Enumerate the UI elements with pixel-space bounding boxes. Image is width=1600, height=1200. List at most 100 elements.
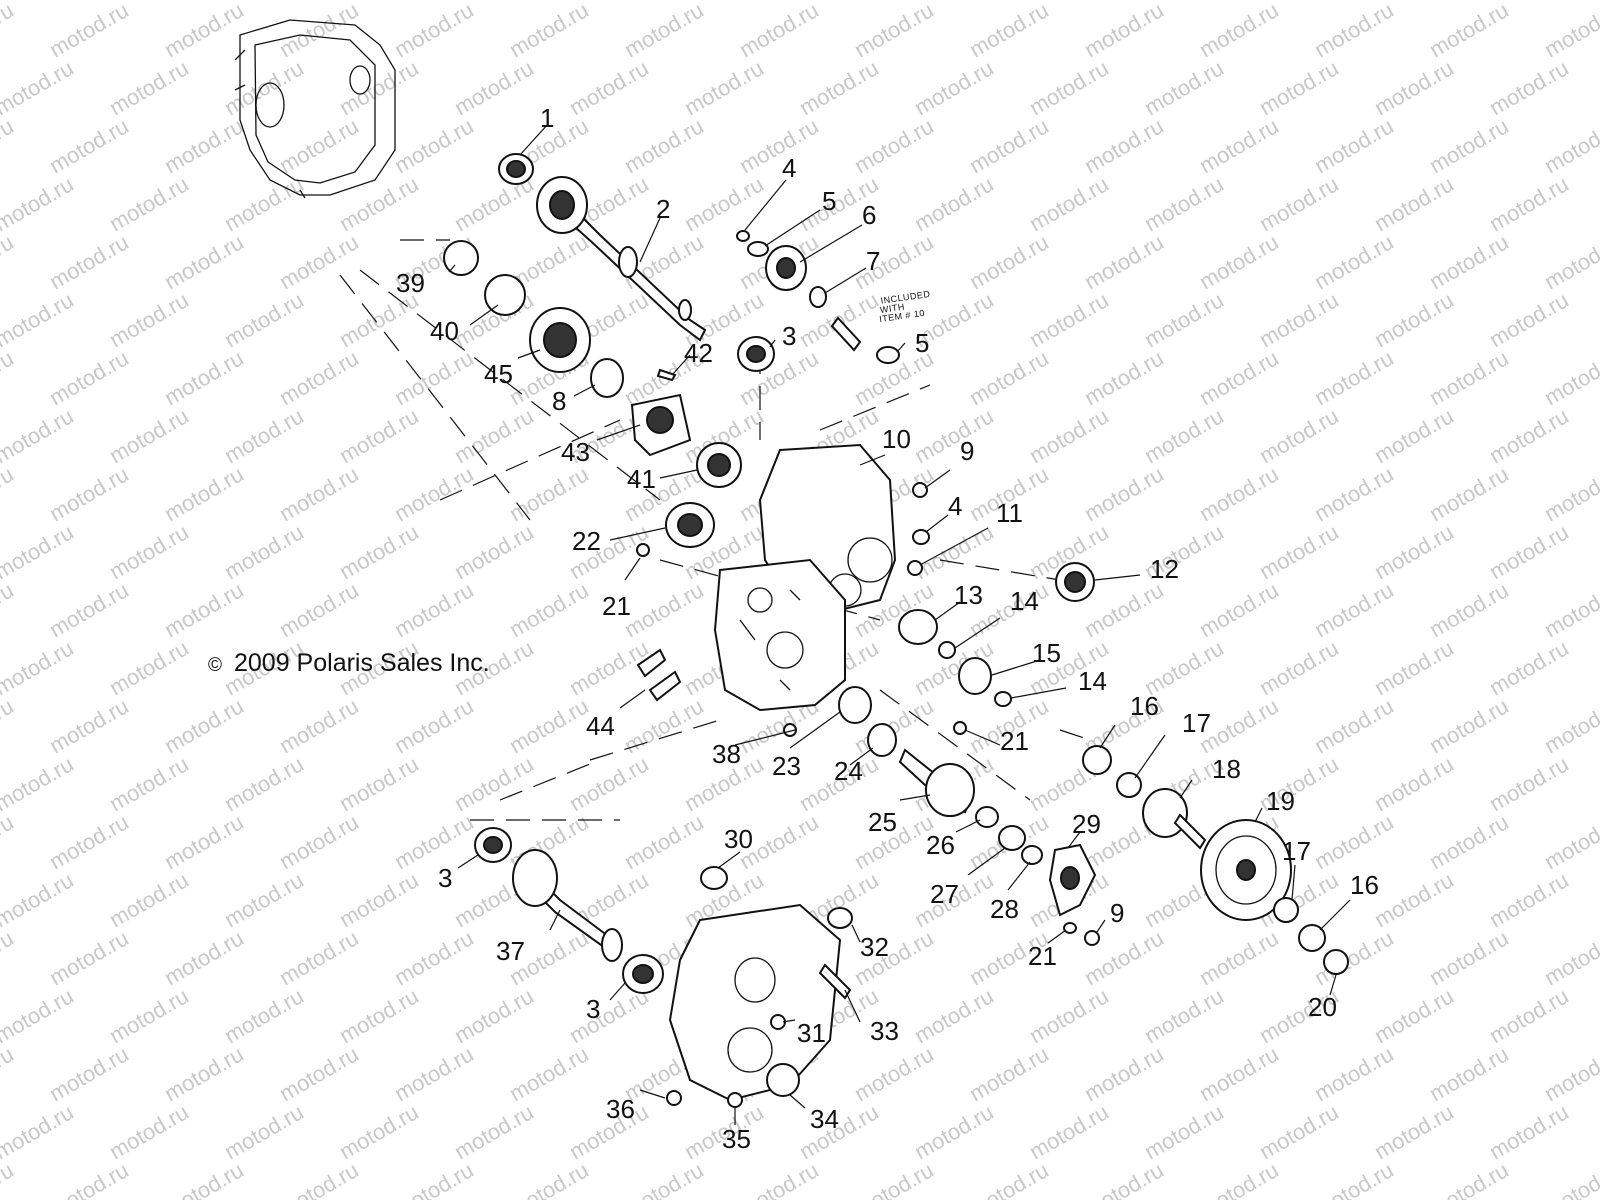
watermark-text: motod.ru <box>1485 1099 1573 1164</box>
watermark-text: motod.ru <box>1310 461 1398 526</box>
watermark-text: motod.ru <box>1540 1041 1600 1106</box>
watermark-text: motod.ru <box>105 1099 193 1164</box>
callout-label: 5 <box>822 186 836 216</box>
watermark-text: motod.ru <box>1195 1041 1283 1106</box>
watermark-text: motod.ru <box>620 113 708 178</box>
seals-and-plugs <box>636 482 967 737</box>
watermark-text: motod.ru <box>1080 1157 1168 1200</box>
callout-label: 25 <box>868 807 897 837</box>
callout-label: 32 <box>860 932 889 962</box>
callout-label: 7 <box>866 246 880 276</box>
right-upper-gear-group <box>898 562 1095 707</box>
watermark-text: motod.ru <box>505 1157 593 1200</box>
watermark-text: motod.ru <box>1080 345 1168 410</box>
watermark-text: motod.ru <box>620 577 708 642</box>
watermark-text: motod.ru <box>0 345 18 410</box>
watermark-text: motod.ru <box>275 1157 363 1200</box>
watermark-text: motod.ru <box>965 1157 1053 1200</box>
watermark-text: motod.ru <box>0 403 78 468</box>
watermark-text: motod.ru <box>105 751 193 816</box>
callout-label: 21 <box>1000 726 1029 756</box>
watermark-text: motod.ru <box>965 345 1053 410</box>
callout-label: 21 <box>602 591 631 621</box>
watermark-text: motod.ru <box>1540 113 1600 178</box>
watermark-text: motod.ru <box>1025 983 1113 1048</box>
watermark-text: motod.ru <box>105 867 193 932</box>
watermark-text: motod.ru <box>220 403 308 468</box>
watermark-text: motod.ru <box>1255 171 1343 236</box>
watermark-text: motod.ru <box>220 171 308 236</box>
upper-bearings <box>630 336 775 488</box>
watermark-text: motod.ru <box>1540 925 1600 990</box>
leader-lines <box>448 123 1351 1125</box>
watermark-text: motod.ru <box>160 1157 248 1200</box>
main-shaft-assembly <box>498 153 707 342</box>
watermark-text: motod.ru <box>0 461 18 526</box>
callout-label: 3 <box>438 863 452 893</box>
watermark-text: motod.ru <box>620 809 708 874</box>
watermark-text: motod.ru <box>1140 403 1228 468</box>
watermark-text: motod.ru <box>1310 0 1398 62</box>
watermark-text: motod.ru <box>45 0 133 62</box>
watermark-text: motod.ru <box>965 1041 1053 1106</box>
watermark-text: motod.ru <box>795 55 883 120</box>
watermark-text: motod.ru <box>390 809 478 874</box>
watermark-text: motod.ru <box>220 1099 308 1164</box>
watermark-text: motod.ru <box>45 113 133 178</box>
watermark-text: motod.ru <box>275 577 363 642</box>
watermark-text: motod.ru <box>275 345 363 410</box>
watermark-text: motod.ru <box>1310 345 1398 410</box>
callout-label: 3 <box>782 321 796 351</box>
callout-label: 31 <box>797 1018 826 1048</box>
copyright-notice: © 2009 Polaris Sales Inc. <box>208 649 490 677</box>
watermark-text: motod.ru <box>335 983 423 1048</box>
output-shaft-assembly <box>474 827 664 994</box>
bearing-plate <box>1048 843 1100 946</box>
watermark-text: motod.ru <box>0 751 78 816</box>
watermark-text: motod.ru <box>1255 287 1343 352</box>
watermark-text: motod.ru <box>1425 1041 1513 1106</box>
watermark-text: motod.ru <box>910 55 998 120</box>
watermark-text: motod.ru <box>1485 287 1573 352</box>
watermark-text: motod.ru <box>1425 693 1513 758</box>
watermark-text: motod.ru <box>1425 809 1513 874</box>
watermark-text: motod.ru <box>1195 577 1283 642</box>
watermark-text: motod.ru <box>1485 55 1573 120</box>
watermark-text: motod.ru <box>1425 577 1513 642</box>
watermark-text: motod.ru <box>335 55 423 120</box>
watermark-text: motod.ru <box>565 751 653 816</box>
watermark-text: motod.ru <box>450 403 538 468</box>
watermark-text: motod.ru <box>275 229 363 294</box>
watermark-text: motod.ru <box>1025 1099 1113 1164</box>
callout-label: 27 <box>930 879 959 909</box>
watermark-text: motod.ru <box>275 113 363 178</box>
watermark-text: motod.ru <box>620 1157 708 1200</box>
watermark-text: motod.ru <box>965 113 1053 178</box>
watermark-text: motod.ru <box>275 0 363 62</box>
watermark-text: motod.ru <box>1485 403 1573 468</box>
callout-label: 39 <box>396 268 425 298</box>
watermark-text: motod.ru <box>160 229 248 294</box>
watermark-text: motod.ru <box>1425 229 1513 294</box>
callout-label: 1 <box>540 103 554 133</box>
watermark-text: motod.ru <box>505 0 593 62</box>
callout-label: 6 <box>862 200 876 230</box>
watermark-text: motod.ru <box>1540 693 1600 758</box>
callout-label: 37 <box>496 936 525 966</box>
watermark-text: motod.ru <box>45 693 133 758</box>
watermark-text: motod.ru <box>45 925 133 990</box>
watermark-text: motod.ru <box>160 693 248 758</box>
watermark-text: motod.ru <box>965 0 1053 62</box>
watermark-text: motod.ru <box>1080 113 1168 178</box>
watermark-text: motod.ru <box>0 113 18 178</box>
assembly-guide-lines <box>339 239 1091 821</box>
watermark-text: motod.ru <box>0 577 18 642</box>
callout-label: 9 <box>1110 898 1124 928</box>
watermark-text: motod.ru <box>450 519 538 584</box>
watermark-text: motod.ru <box>1540 229 1600 294</box>
callout-label: 19 <box>1266 786 1295 816</box>
watermark-text: motod.ru <box>160 577 248 642</box>
watermark-text: motod.ru <box>1310 693 1398 758</box>
transmission-case <box>713 443 897 712</box>
